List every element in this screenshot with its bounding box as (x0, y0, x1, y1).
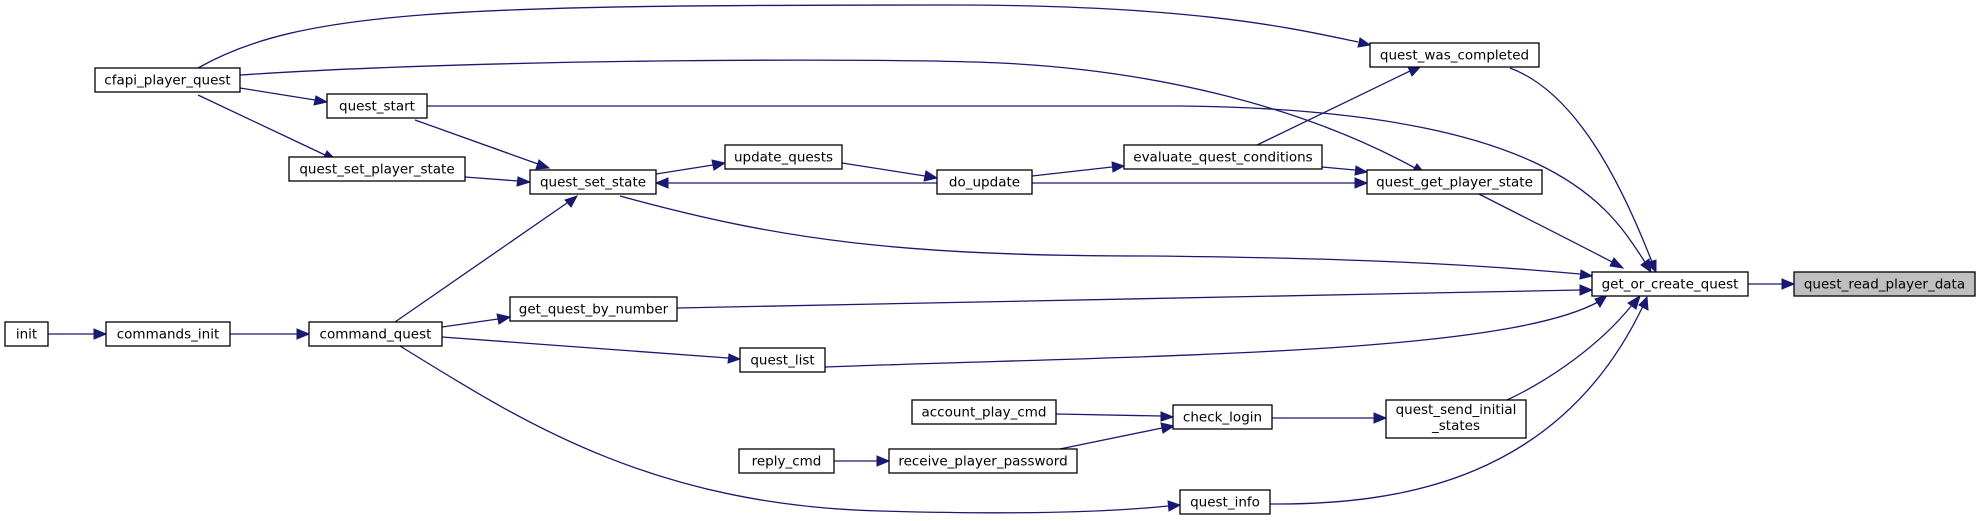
edge-quest-get-player-state-to-get-or-create-quest (1474, 191, 1625, 269)
node-command-quest[interactable]: command_quest (308, 321, 443, 347)
node-quest-info[interactable]: quest_info (1179, 489, 1271, 515)
edge-receive-player-password-to-check-login (1054, 422, 1176, 451)
edge-evaluate-quest-conditions-to-quest-get-player-state (1321, 165, 1369, 176)
node-label: get_or_create_quest (1602, 277, 1739, 293)
edge-quest-set-state-to-get-or-create-quest (619, 195, 1594, 280)
node-quest-set-player-state[interactable]: quest_set_player_state (288, 156, 466, 182)
node-label: quest_info (1190, 495, 1260, 511)
edge-quest-set-state-to-update-quests (655, 159, 727, 175)
node-reply-cmd[interactable]: reply_cmd (738, 448, 835, 474)
node-quest-read-player-data[interactable]: quest_read_player_data (1793, 271, 1976, 297)
edge-command-quest-to-quest-set-state (394, 195, 579, 323)
node-label: reply_cmd (752, 454, 822, 470)
edge-do-update-to-quest-set-state (654, 177, 937, 189)
nodes: quest_read_player_data get_or_create_que… (4, 42, 1976, 515)
edge-quest-info-to-get-or-create-quest (1269, 295, 1649, 505)
edge-command-quest-to-quest-info (399, 345, 1182, 514)
node-commands-init[interactable]: commands_init (105, 321, 231, 347)
edge-evaluate-quest-conditions-to-quest-was-completed (1254, 65, 1423, 147)
node-label: account_play_cmd (921, 405, 1046, 421)
node-label: quest_set_player_state (299, 162, 454, 178)
edge-cfapi-player-quest-to-quest-start (239, 87, 329, 106)
node-do-update[interactable]: do_update (936, 169, 1033, 195)
node-quest-was-completed[interactable]: quest_was_completed (1369, 42, 1540, 68)
node-label-line-1: quest_send_initial (1396, 402, 1517, 418)
edge-quest-list-to-get-or-create-quest (824, 294, 1609, 368)
node-label: quest_start (339, 99, 415, 115)
edge-commands-init-to-command-quest (230, 328, 311, 340)
node-quest-list[interactable]: quest_list (739, 347, 826, 373)
node-receive-player-password[interactable]: receive_player_password (888, 448, 1078, 474)
node-init[interactable]: init (4, 321, 49, 347)
node-cfapi-player-quest[interactable]: cfapi_player_quest (94, 67, 241, 93)
node-label: evaluate_quest_conditions (1133, 150, 1312, 166)
edges (48, 4, 1796, 514)
node-label: quest_list (750, 353, 814, 369)
node-label: get_quest_by_number (519, 302, 669, 318)
node-label: commands_init (117, 327, 220, 343)
edge-do-update-to-evaluate-quest-conditions (1031, 161, 1126, 177)
node-quest-set-state[interactable]: quest_set_state (529, 169, 657, 195)
edge-account-play-cmd-to-check-login (1055, 411, 1175, 422)
edge-get-or-create-quest-to-quest-read-player-data (1748, 278, 1796, 290)
edge-do-update-to-quest-get-player-state (1032, 177, 1369, 189)
edge-check-login-to-quest-send-initial-states (1272, 412, 1388, 424)
node-label: cfapi_player_quest (104, 73, 230, 89)
node-label: init (16, 327, 37, 343)
edge-command-quest-to-quest-list (441, 336, 742, 364)
node-label: update_quests (734, 150, 833, 166)
node-label: quest_set_state (540, 175, 646, 191)
node-quest-send-initial-states[interactable]: quest_send_initial _states (1385, 399, 1527, 439)
node-get-or-create-quest[interactable]: get_or_create_quest (1591, 271, 1749, 297)
edge-command-quest-to-get-quest-by-number (441, 313, 512, 328)
edge-quest-send-initial-states-to-get-or-create-quest (1504, 294, 1641, 402)
node-update-quests[interactable]: update_quests (724, 144, 843, 170)
node-label: command_quest (320, 327, 432, 343)
edge-init-to-commands-init (48, 328, 108, 340)
node-label: quest_read_player_data (1804, 277, 1965, 293)
node-quest-start[interactable]: quest_start (326, 93, 428, 119)
node-label: do_update (949, 175, 1020, 191)
edge-quest-set-player-state-to-quest-set-state (464, 176, 532, 187)
node-check-login[interactable]: check_login (1172, 404, 1273, 430)
node-label: quest_was_completed (1380, 48, 1529, 64)
node-label: receive_player_password (898, 454, 1067, 470)
node-quest-get-player-state[interactable]: quest_get_player_state (1366, 169, 1543, 195)
edge-cfapi-player-quest-to-quest-was-completed (197, 4, 1372, 69)
node-label: check_login (1183, 410, 1262, 426)
node-account-play-cmd[interactable]: account_play_cmd (911, 399, 1057, 425)
node-get-quest-by-number[interactable]: get_quest_by_number (509, 296, 678, 322)
edge-update-quests-to-do-update (841, 162, 939, 182)
edge-get-quest-by-number-to-get-or-create-quest (676, 284, 1594, 309)
node-evaluate-quest-conditions[interactable]: evaluate_quest_conditions (1123, 144, 1323, 170)
node-label: quest_get_player_state (1376, 175, 1533, 191)
node-label-line-2: _states (1431, 418, 1480, 434)
edge-quest-start-to-get-or-create-quest (427, 105, 1652, 274)
edge-reply-cmd-to-receive-player-password (834, 455, 891, 467)
edge-quest-start-to-quest-set-state (414, 119, 551, 170)
